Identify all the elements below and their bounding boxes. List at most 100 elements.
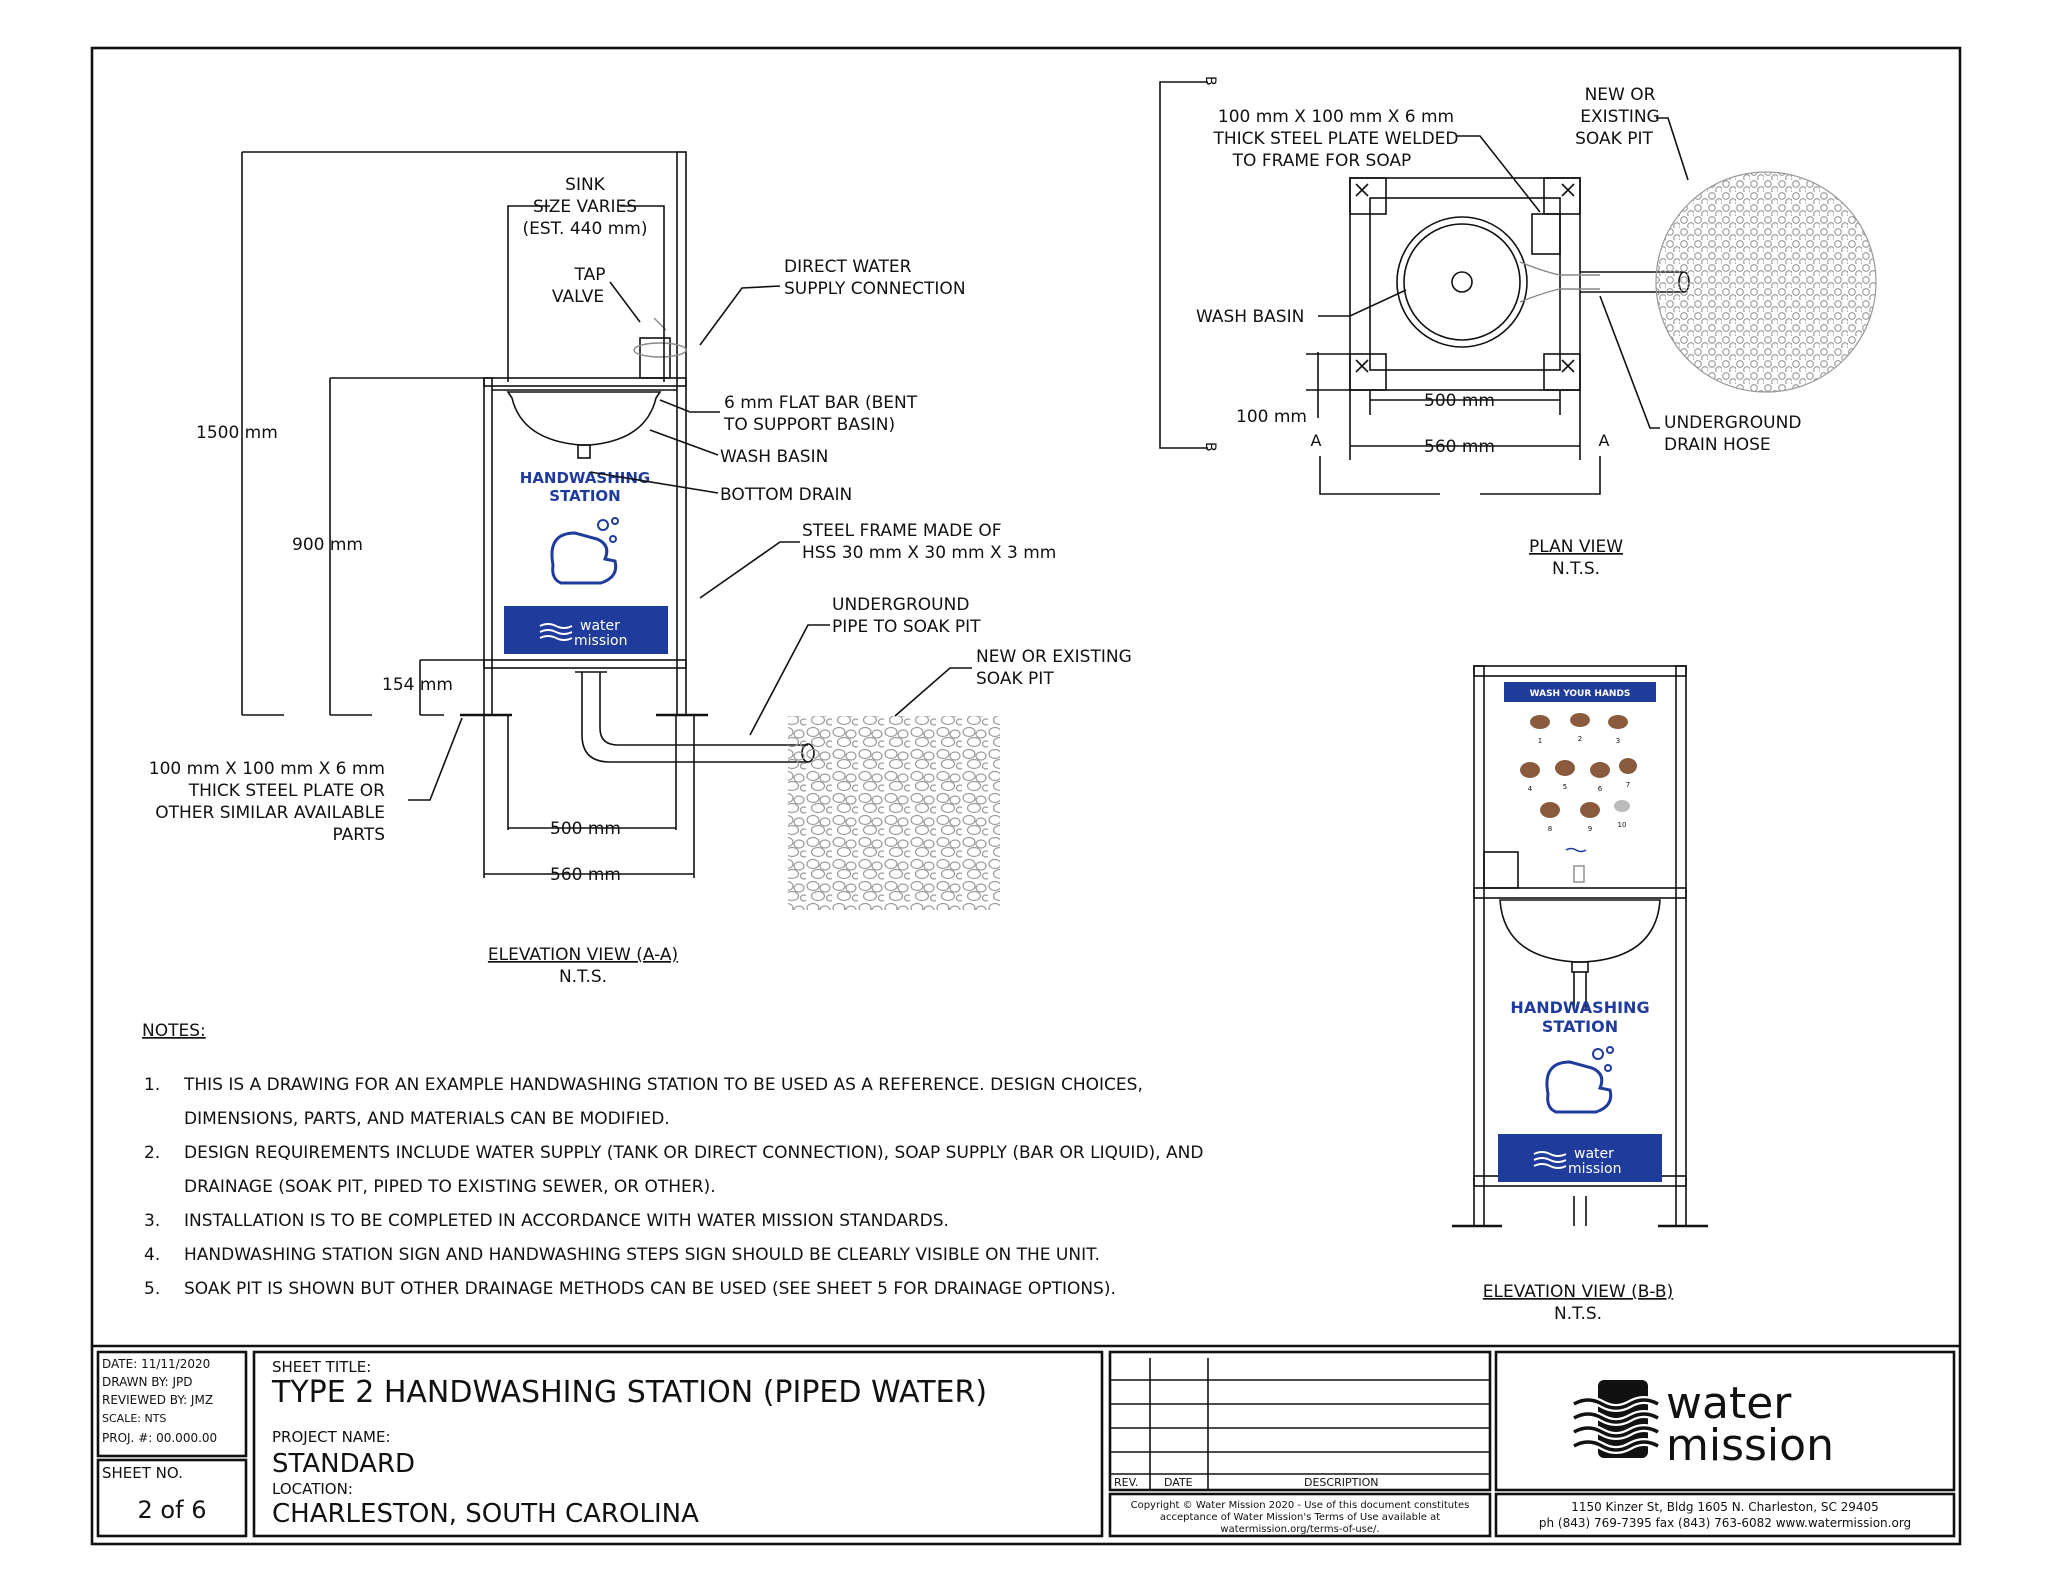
copyright-box xyxy=(1108,1492,1492,1538)
tb-sheet-title-label: SHEET TITLE: xyxy=(272,1358,371,1376)
leader-plan-basin xyxy=(1318,289,1407,317)
leader-pipe xyxy=(749,624,830,736)
steps-poster-title: WASH YOUR HANDS xyxy=(1530,689,1631,699)
steps-hands xyxy=(1520,713,1637,818)
wash-basin-elevation xyxy=(506,391,662,446)
b-sign-line2: STATION xyxy=(1542,1017,1618,1036)
logo-word-water: water xyxy=(1666,1378,1792,1429)
notes: NOTES: 1. THIS IS A DRAWING FOR AN EXAMP… xyxy=(142,1021,1203,1299)
drain-pipe-inner xyxy=(599,672,808,746)
dim-154: 154 mm xyxy=(382,675,453,695)
leader-plate xyxy=(408,717,463,801)
tb-date-label: DATE xyxy=(1164,1476,1193,1489)
step-7: 7 xyxy=(1626,781,1630,789)
sheet-border xyxy=(90,46,1962,1546)
steel-frame-line1: STEEL FRAME MADE OF xyxy=(802,521,1002,541)
leader-soap-plate xyxy=(1456,135,1541,213)
bottom-drain xyxy=(577,444,591,459)
cup-icon xyxy=(1573,865,1585,883)
step-9: 9 xyxy=(1588,825,1592,833)
plan-view: B B A xyxy=(1159,76,1877,579)
leader-direct-water xyxy=(699,285,781,346)
b-sign-line1: HANDWASHING xyxy=(1510,998,1649,1017)
note-5-num: 5. xyxy=(144,1279,160,1299)
step-1: 1 xyxy=(1538,737,1542,745)
note-2-line1: DESIGN REQUIREMENTS INCLUDE WATER SUPPLY… xyxy=(184,1143,1203,1163)
elevation-view-b: WASH YOUR HANDS 1 2 3 4 5 6 7 8 9 10 HAN… xyxy=(1452,665,1708,1324)
label-plate-a: 100 mm X 100 mm X 6 mm THICK STEEL PLATE… xyxy=(149,759,385,845)
water-mission-logo: water mission xyxy=(1572,1378,1834,1471)
tb-description-label: DESCRIPTION xyxy=(1304,1476,1378,1489)
flat-bar-line2: TO SUPPORT BASIN) xyxy=(723,415,895,435)
tb-drawn-by: DRAWN BY: JPD xyxy=(102,1375,193,1389)
leader-drain-hose xyxy=(1599,295,1660,429)
notes-heading: NOTES: xyxy=(142,1021,206,1041)
tb-contact: ph (843) 769-7395 fax (843) 763-6082 www… xyxy=(1539,1516,1911,1530)
copyright-line3: watermission.org/terms-of-use/. xyxy=(1220,1524,1379,1535)
dim-500-a: 500 mm xyxy=(550,819,621,839)
note-2-num: 2. xyxy=(144,1143,160,1163)
plan-plate-line3: TO FRAME FOR SOAP xyxy=(1232,151,1412,171)
dim-1500: 1500 mm xyxy=(196,423,278,443)
meta-box xyxy=(96,1350,248,1458)
elevation-b-title: ELEVATION VIEW (B-B) xyxy=(1483,1282,1673,1302)
copyright-line1: Copyright © Water Mission 2020 - Use of … xyxy=(1131,1500,1470,1511)
tb-address: 1150 Kinzer St, Bldg 1605 N. Charleston,… xyxy=(1571,1500,1879,1514)
drain-pipe-outer xyxy=(581,672,808,763)
logo-word-mission: mission xyxy=(1666,1420,1834,1471)
plan-soak-line3: SOAK PIT xyxy=(1575,129,1653,149)
label-plan-plate: 100 mm X 100 mm X 6 mm THICK STEEL PLATE… xyxy=(1212,107,1458,171)
step-3: 3 xyxy=(1616,737,1620,745)
logo-box xyxy=(1494,1350,1956,1492)
tap-line1: TAP xyxy=(574,265,606,285)
logo-b-word2: mission xyxy=(1568,1161,1621,1177)
label-wash-basin-a: WASH BASIN xyxy=(720,447,828,467)
sign-line2: STATION xyxy=(549,487,620,505)
leader-flat-bar xyxy=(659,399,720,413)
label-plan-soak-pit: NEW OR EXISTING SOAK PIT xyxy=(1575,85,1660,149)
note-4-line1: HANDWASHING STATION SIGN AND HANDWASHING… xyxy=(184,1245,1100,1265)
tb-sheet-no-label: SHEET NO. xyxy=(102,1464,183,1482)
steps-poster-header xyxy=(1504,682,1656,702)
b-handwash-icon xyxy=(1545,1046,1614,1114)
handwash-icon xyxy=(550,517,619,585)
elevation-b-scale: N.T.S. xyxy=(1554,1304,1602,1324)
plan-drain xyxy=(1451,271,1473,293)
label-bottom-drain: BOTTOM DRAIN xyxy=(720,485,852,505)
direct-water-line2: SUPPLY CONNECTION xyxy=(784,279,966,299)
dim-900: 900 mm xyxy=(292,535,363,555)
elevation-a-scale: N.T.S. xyxy=(559,967,607,987)
plan-soak-line1: NEW OR xyxy=(1585,85,1656,105)
step-5: 5 xyxy=(1563,783,1567,791)
sheet-title-box xyxy=(252,1350,1104,1538)
section-b-bottom: B xyxy=(1202,442,1218,452)
step-10: 10 xyxy=(1618,821,1627,829)
section-a-left: A xyxy=(1311,431,1322,450)
plan-plate-line2: THICK STEEL PLATE WELDED xyxy=(1212,129,1458,149)
plan-title: PLAN VIEW xyxy=(1529,537,1623,557)
note-1-line1: THIS IS A DRAWING FOR AN EXAMPLE HANDWAS… xyxy=(183,1075,1143,1095)
frame-post-left xyxy=(483,377,493,716)
label-plan-basin: WASH BASIN xyxy=(1196,307,1304,327)
b-post-right xyxy=(1675,665,1687,1227)
sheet-no-box xyxy=(96,1458,248,1538)
plan-frame-outer xyxy=(1349,177,1581,391)
b-soap-plate xyxy=(1483,851,1519,889)
logo-a-word2: mission xyxy=(574,633,627,649)
section-a-right: A xyxy=(1599,431,1610,450)
sign-line1: HANDWASHING xyxy=(520,469,650,487)
tb-location: CHARLESTON, SOUTH CAROLINA xyxy=(272,1499,699,1529)
step-2: 2 xyxy=(1578,735,1582,743)
tb-sheet-no: 2 of 6 xyxy=(138,1496,207,1524)
handwashing-sign-a: HANDWASHING STATION water mission xyxy=(504,469,668,654)
tb-project-name-label: PROJECT NAME: xyxy=(272,1428,391,1446)
note-2-line2: DRAINAGE (SOAK PIT, PIPED TO EXISTING SE… xyxy=(184,1177,716,1197)
tb-date: DATE: 11/11/2020 xyxy=(102,1357,210,1371)
plan-dim-100: 100 mm xyxy=(1236,407,1307,427)
tb-reviewed-by: REVIEWED BY: JMZ xyxy=(102,1393,213,1407)
frame-bottom-bar xyxy=(483,659,687,669)
leader-soak-pit xyxy=(894,667,972,717)
tb-rev-label: REV. xyxy=(1114,1476,1138,1489)
leader-plan-soak-pit xyxy=(1656,117,1689,181)
plate-a-line1: 100 mm X 100 mm X 6 mm xyxy=(149,759,385,779)
